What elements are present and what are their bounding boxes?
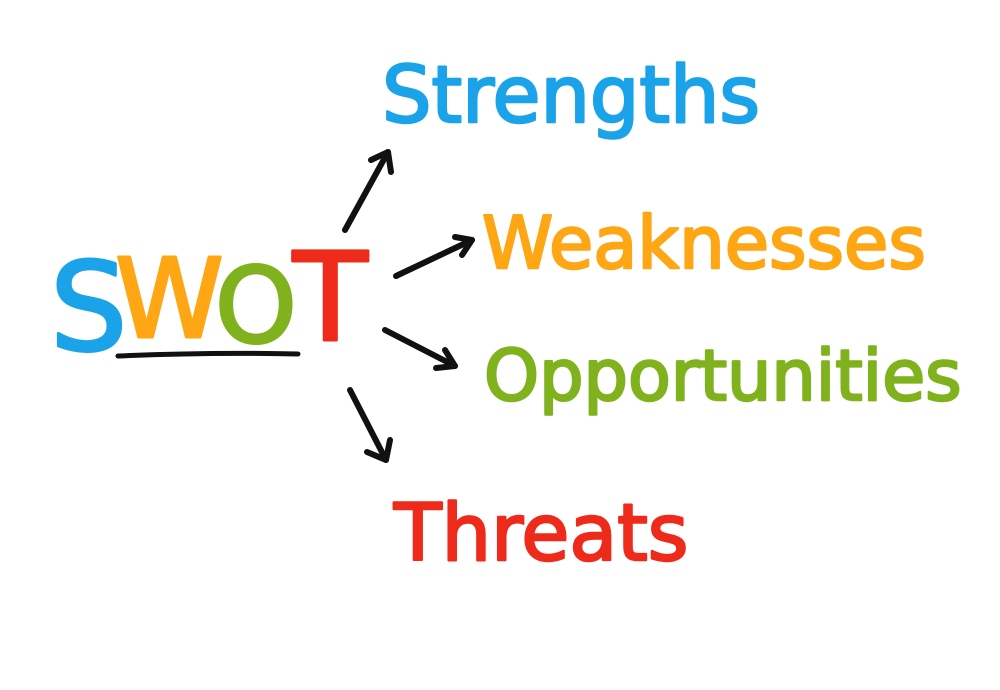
swot-letter-t: T	[292, 227, 368, 369]
swot-letter-w: W	[115, 235, 224, 363]
swot-letter-s: S	[50, 237, 127, 379]
label-threats: Threats	[393, 489, 688, 579]
swot-underline	[115, 350, 301, 359]
label-opportunities: Opportunities	[484, 335, 962, 417]
swot-word: S W O T	[49, 226, 370, 381]
label-weaknesses: Weaknesses	[482, 201, 926, 285]
arrows	[342, 149, 475, 463]
arrow-to-weaknesses	[393, 234, 475, 279]
arrow-to-opportunities	[382, 327, 458, 371]
swot-letter-o: O	[215, 245, 297, 367]
arrow-to-threats	[347, 387, 393, 463]
label-strengths: Strengths	[382, 51, 760, 141]
arrow-to-strengths	[342, 149, 394, 233]
